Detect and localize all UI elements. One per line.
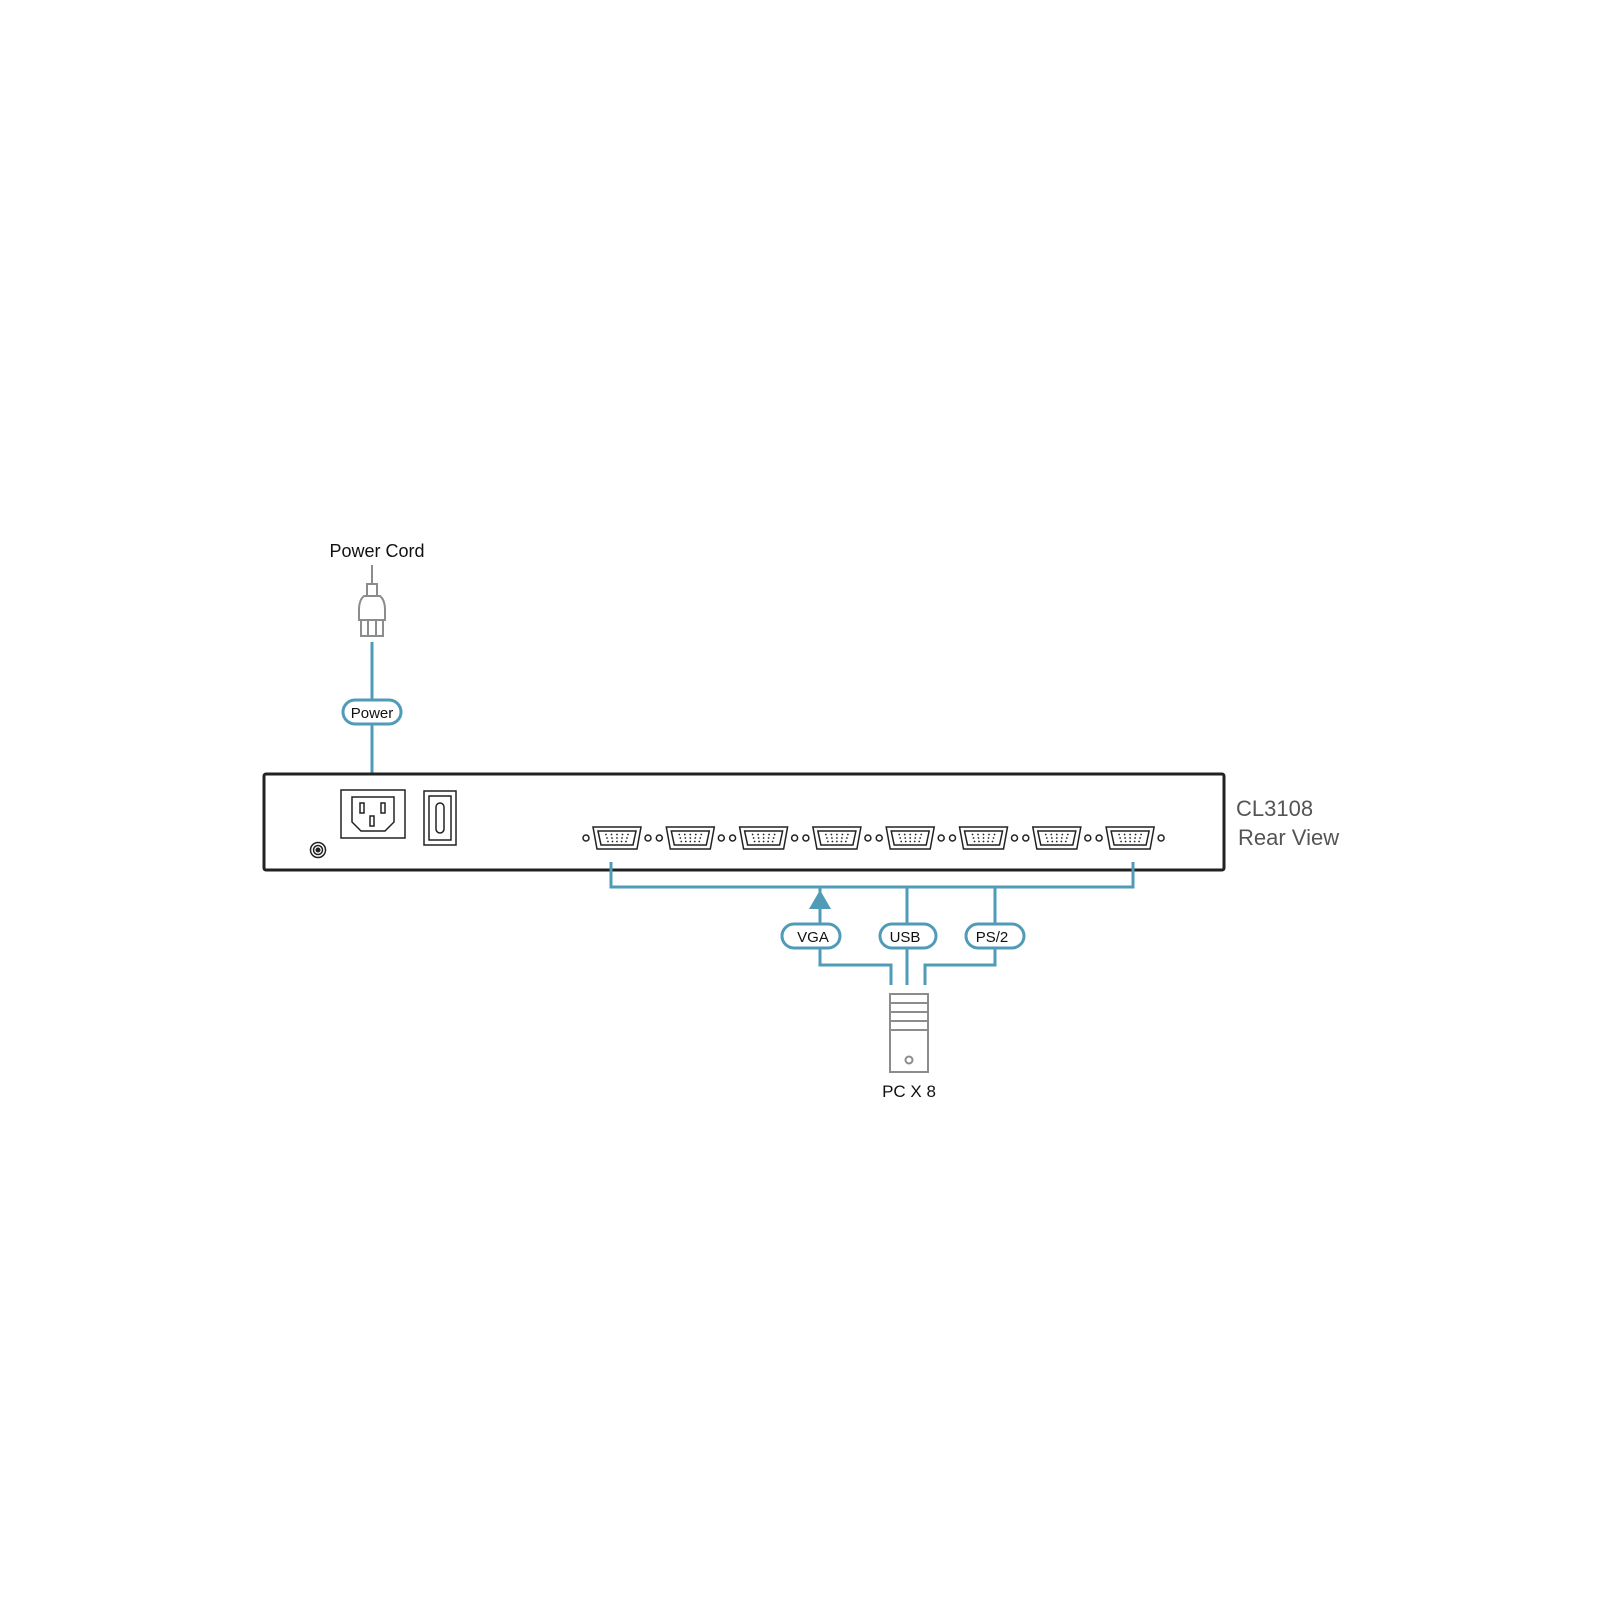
db15-port-icon [802, 826, 872, 850]
model-label: CL3108 [1236, 796, 1313, 821]
ps2-tag [964, 922, 1026, 950]
kvm-chassis [262, 772, 1226, 872]
usb-tag [878, 922, 938, 950]
view-label: Rear View [1238, 825, 1339, 850]
power-tag-label: Power [351, 705, 394, 722]
ground-screw-icon [309, 841, 327, 859]
db15-port-icon [728, 826, 799, 850]
db15-port-icon [582, 826, 652, 850]
db15-port-icon [655, 826, 726, 850]
kvm-cable-bundle [609, 862, 1135, 985]
arrow-up-icon [809, 890, 831, 909]
ps2-tag-label: PS/2 [976, 929, 1009, 946]
db15-port-icon [875, 826, 945, 850]
vga-tag [780, 922, 842, 950]
ac-inlet-icon [340, 789, 406, 839]
usb-tag-label: USB [890, 929, 921, 946]
vga-tag-label: VGA [797, 929, 829, 946]
power-cord-label: Power Cord [329, 541, 424, 561]
power-tag [341, 698, 403, 726]
power-plug-icon [358, 565, 386, 637]
pc-label: PC X 8 [882, 1082, 936, 1101]
kvm-ports [582, 826, 1165, 850]
pc-tower-icon [889, 993, 929, 1073]
db15-port-icon [1022, 826, 1092, 850]
db15-port-icon [948, 826, 1019, 850]
db15-port-icon [1095, 826, 1165, 850]
power-switch-icon [423, 790, 457, 846]
